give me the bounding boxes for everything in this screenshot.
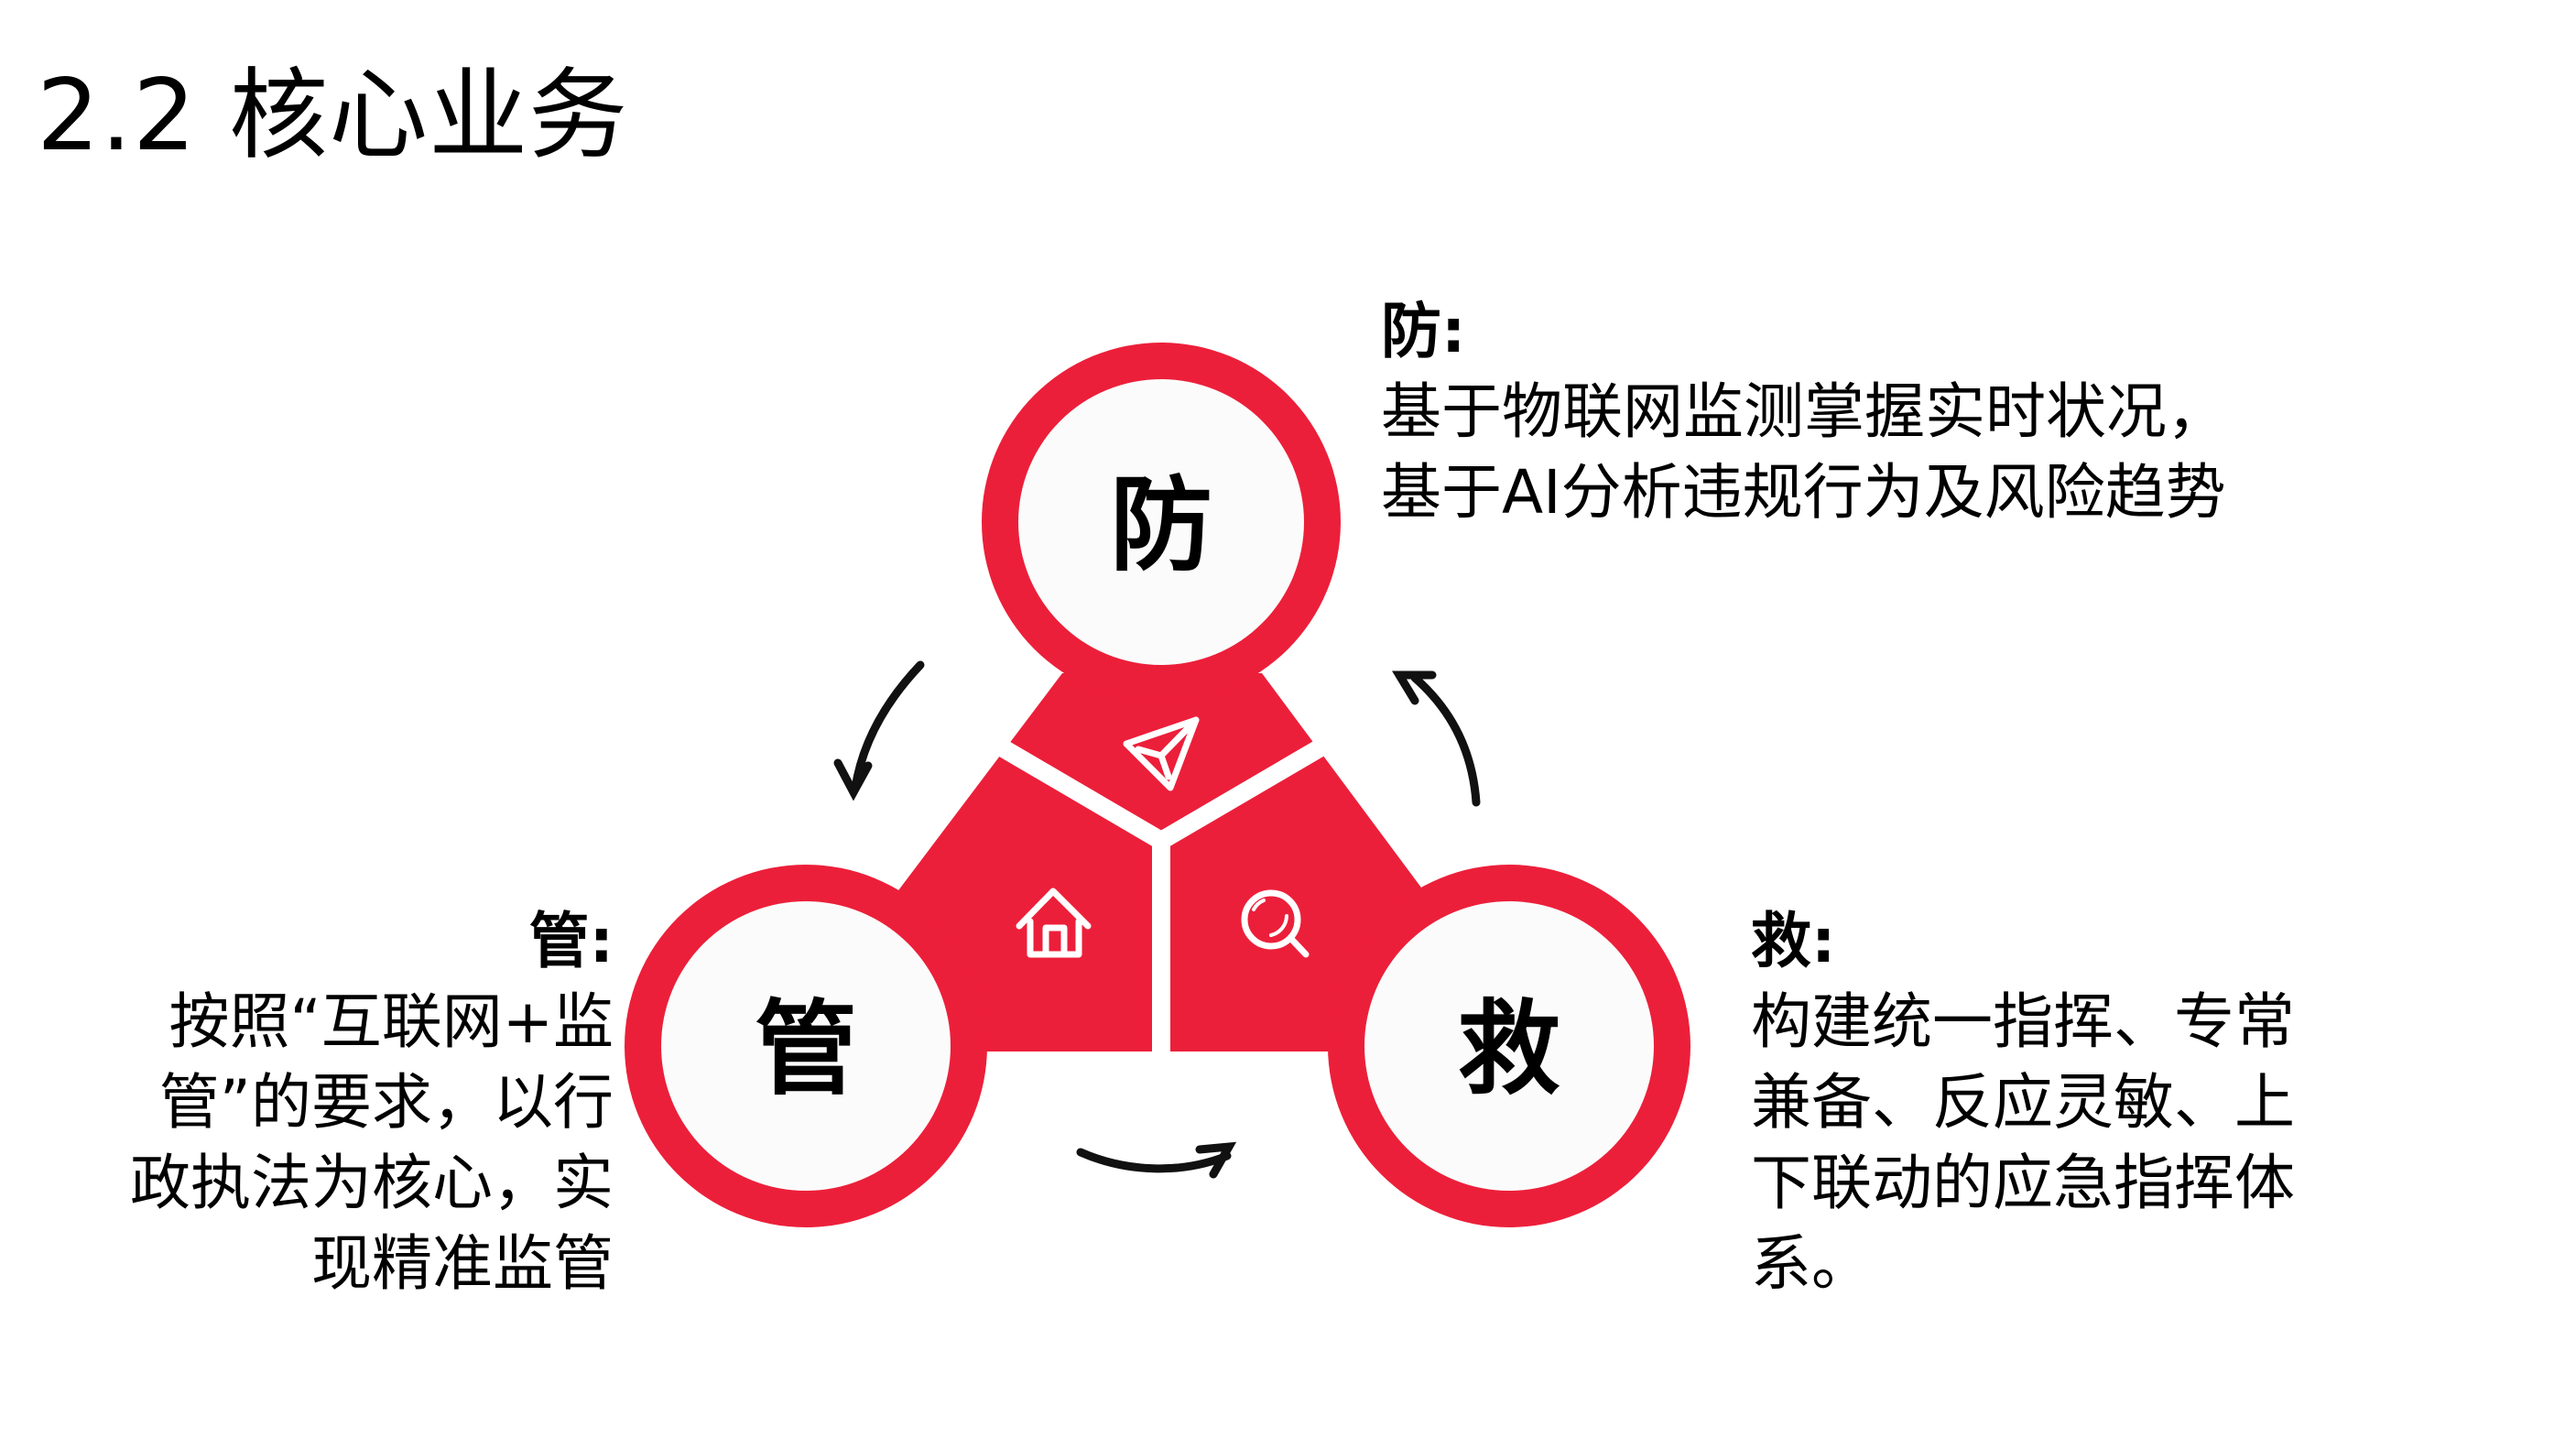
circle-jiu[interactable]	[1364, 901, 1654, 1191]
description-line: 下联动的应急指挥体	[1751, 1148, 2295, 1218]
description-fang: 防: 基于物联网监测掌握实时状况， 基于AI分析违规行为及风险趋势	[1381, 291, 2227, 533]
y-divider	[995, 738, 1328, 1053]
description-heading-jiu: 救:	[1751, 906, 1836, 976]
arrow-jiu-to-fang	[1392, 670, 1481, 807]
description-line: 政执法为核心，实	[130, 1148, 614, 1218]
description-line: 构建统一指挥、专常	[1751, 986, 2295, 1057]
house-icon	[1016, 888, 1092, 958]
circle-guan[interactable]	[661, 901, 951, 1191]
description-line: 按照“互联网+监	[168, 986, 614, 1057]
circle-fang[interactable]	[1018, 379, 1304, 665]
description-heading-guan: 管:	[528, 906, 614, 976]
description-line: 兼备、反应灵敏、上	[1751, 1067, 2295, 1138]
description-guan: 管: 按照“互联网+监 管”的要求，以行 政执法为核心，实 现精准监管	[130, 901, 614, 1304]
node-label-guan: 管	[755, 990, 857, 1109]
arrow-guan-to-jiu	[1076, 1141, 1237, 1179]
description-line: 基于物联网监测掌握实时状况，	[1381, 376, 2227, 447]
description-line: 现精准监管	[311, 1228, 614, 1299]
arrow-fang-to-guan	[833, 660, 925, 801]
node-label-jiu: 救	[1458, 990, 1560, 1109]
magnifier-icon	[1241, 889, 1310, 958]
slide-title: 2.2 核心业务	[37, 59, 629, 173]
node-label-fang: 防	[1110, 466, 1212, 585]
description-line: 基于AI分析违规行为及风险趋势	[1381, 457, 2226, 528]
description-heading-fang: 防:	[1381, 296, 1466, 366]
paper-plane-icon	[1123, 716, 1200, 791]
description-line: 系。	[1751, 1228, 1872, 1299]
description-jiu: 救: 构建统一指挥、专常 兼备、反应灵敏、上 下联动的应急指挥体 系。	[1751, 901, 2295, 1304]
diagram-body	[625, 343, 1690, 1227]
description-line: 管”的要求，以行	[158, 1067, 614, 1138]
